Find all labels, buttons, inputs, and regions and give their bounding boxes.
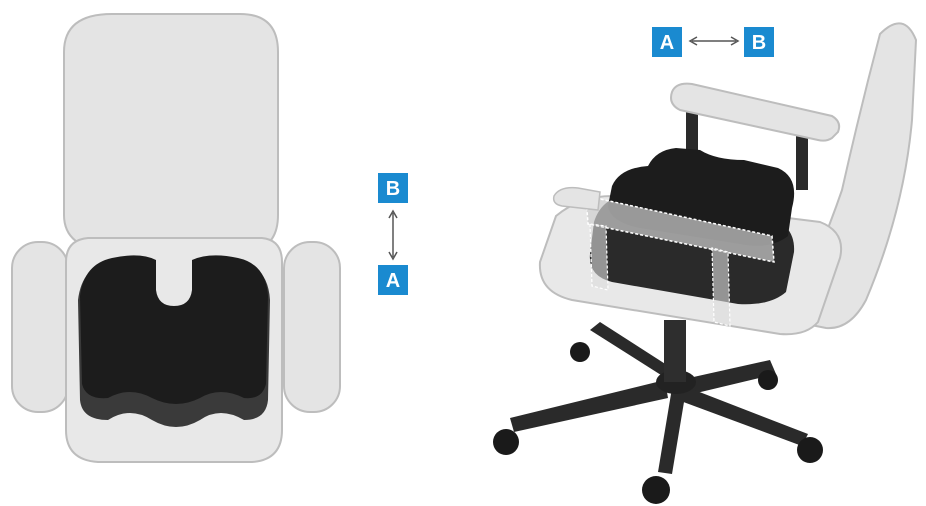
badge-b-top-label: B — [386, 178, 400, 200]
chair-base — [510, 322, 808, 474]
armrest-frame-leg — [712, 248, 730, 326]
horizontal-double-arrow-icon — [690, 37, 738, 45]
armrest-post — [796, 130, 808, 190]
gas-cylinder — [664, 320, 686, 382]
wheel — [642, 476, 670, 504]
chair-top-view — [12, 14, 340, 462]
chair-side-view — [493, 23, 916, 504]
chair-backrest-top — [64, 14, 278, 252]
badge-b-side-label: B — [752, 32, 766, 54]
armrest-frame-leg — [590, 224, 608, 290]
right-armrest — [284, 242, 340, 412]
armrest-pad-near — [554, 188, 600, 210]
left-armrest — [12, 242, 68, 412]
badge-a-side-label: A — [660, 32, 674, 54]
vertical-double-arrow-icon — [389, 211, 397, 259]
badge-a-top-label: A — [386, 270, 400, 292]
wheel — [797, 437, 823, 463]
wheel — [758, 370, 778, 390]
wheel — [493, 429, 519, 455]
wheel — [570, 342, 590, 362]
